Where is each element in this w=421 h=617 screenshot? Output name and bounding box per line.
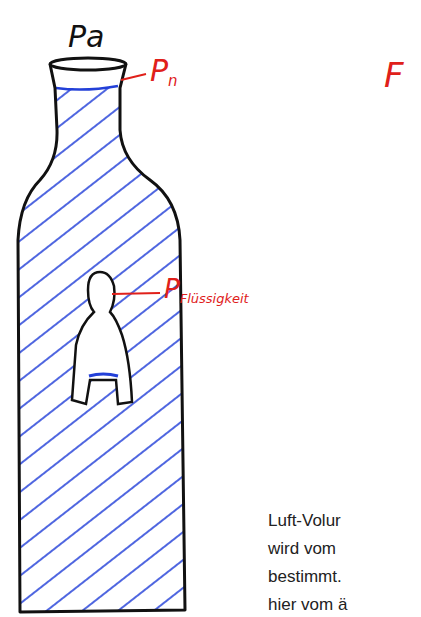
- formula-fragment: F: [384, 58, 404, 92]
- bottle-opening: [50, 58, 126, 70]
- diver-water-level: [89, 374, 118, 376]
- note-text: hier vom ä: [268, 596, 347, 613]
- leader-line: [112, 293, 160, 294]
- leader-line: [121, 74, 146, 80]
- pressure-label: PFlüssigkeit: [164, 276, 249, 305]
- note-text: Luft-Volur: [268, 512, 341, 529]
- note-text: bestimmt.: [268, 568, 342, 585]
- pressure-label: Pa: [68, 22, 104, 52]
- bottle-outline: [18, 64, 185, 612]
- liquid-surface: [56, 86, 118, 90]
- liquid-hatching: [0, 80, 200, 617]
- diver-figure: [72, 272, 132, 404]
- pressure-label: Pn: [150, 56, 178, 89]
- note-text: wird vom: [268, 540, 336, 557]
